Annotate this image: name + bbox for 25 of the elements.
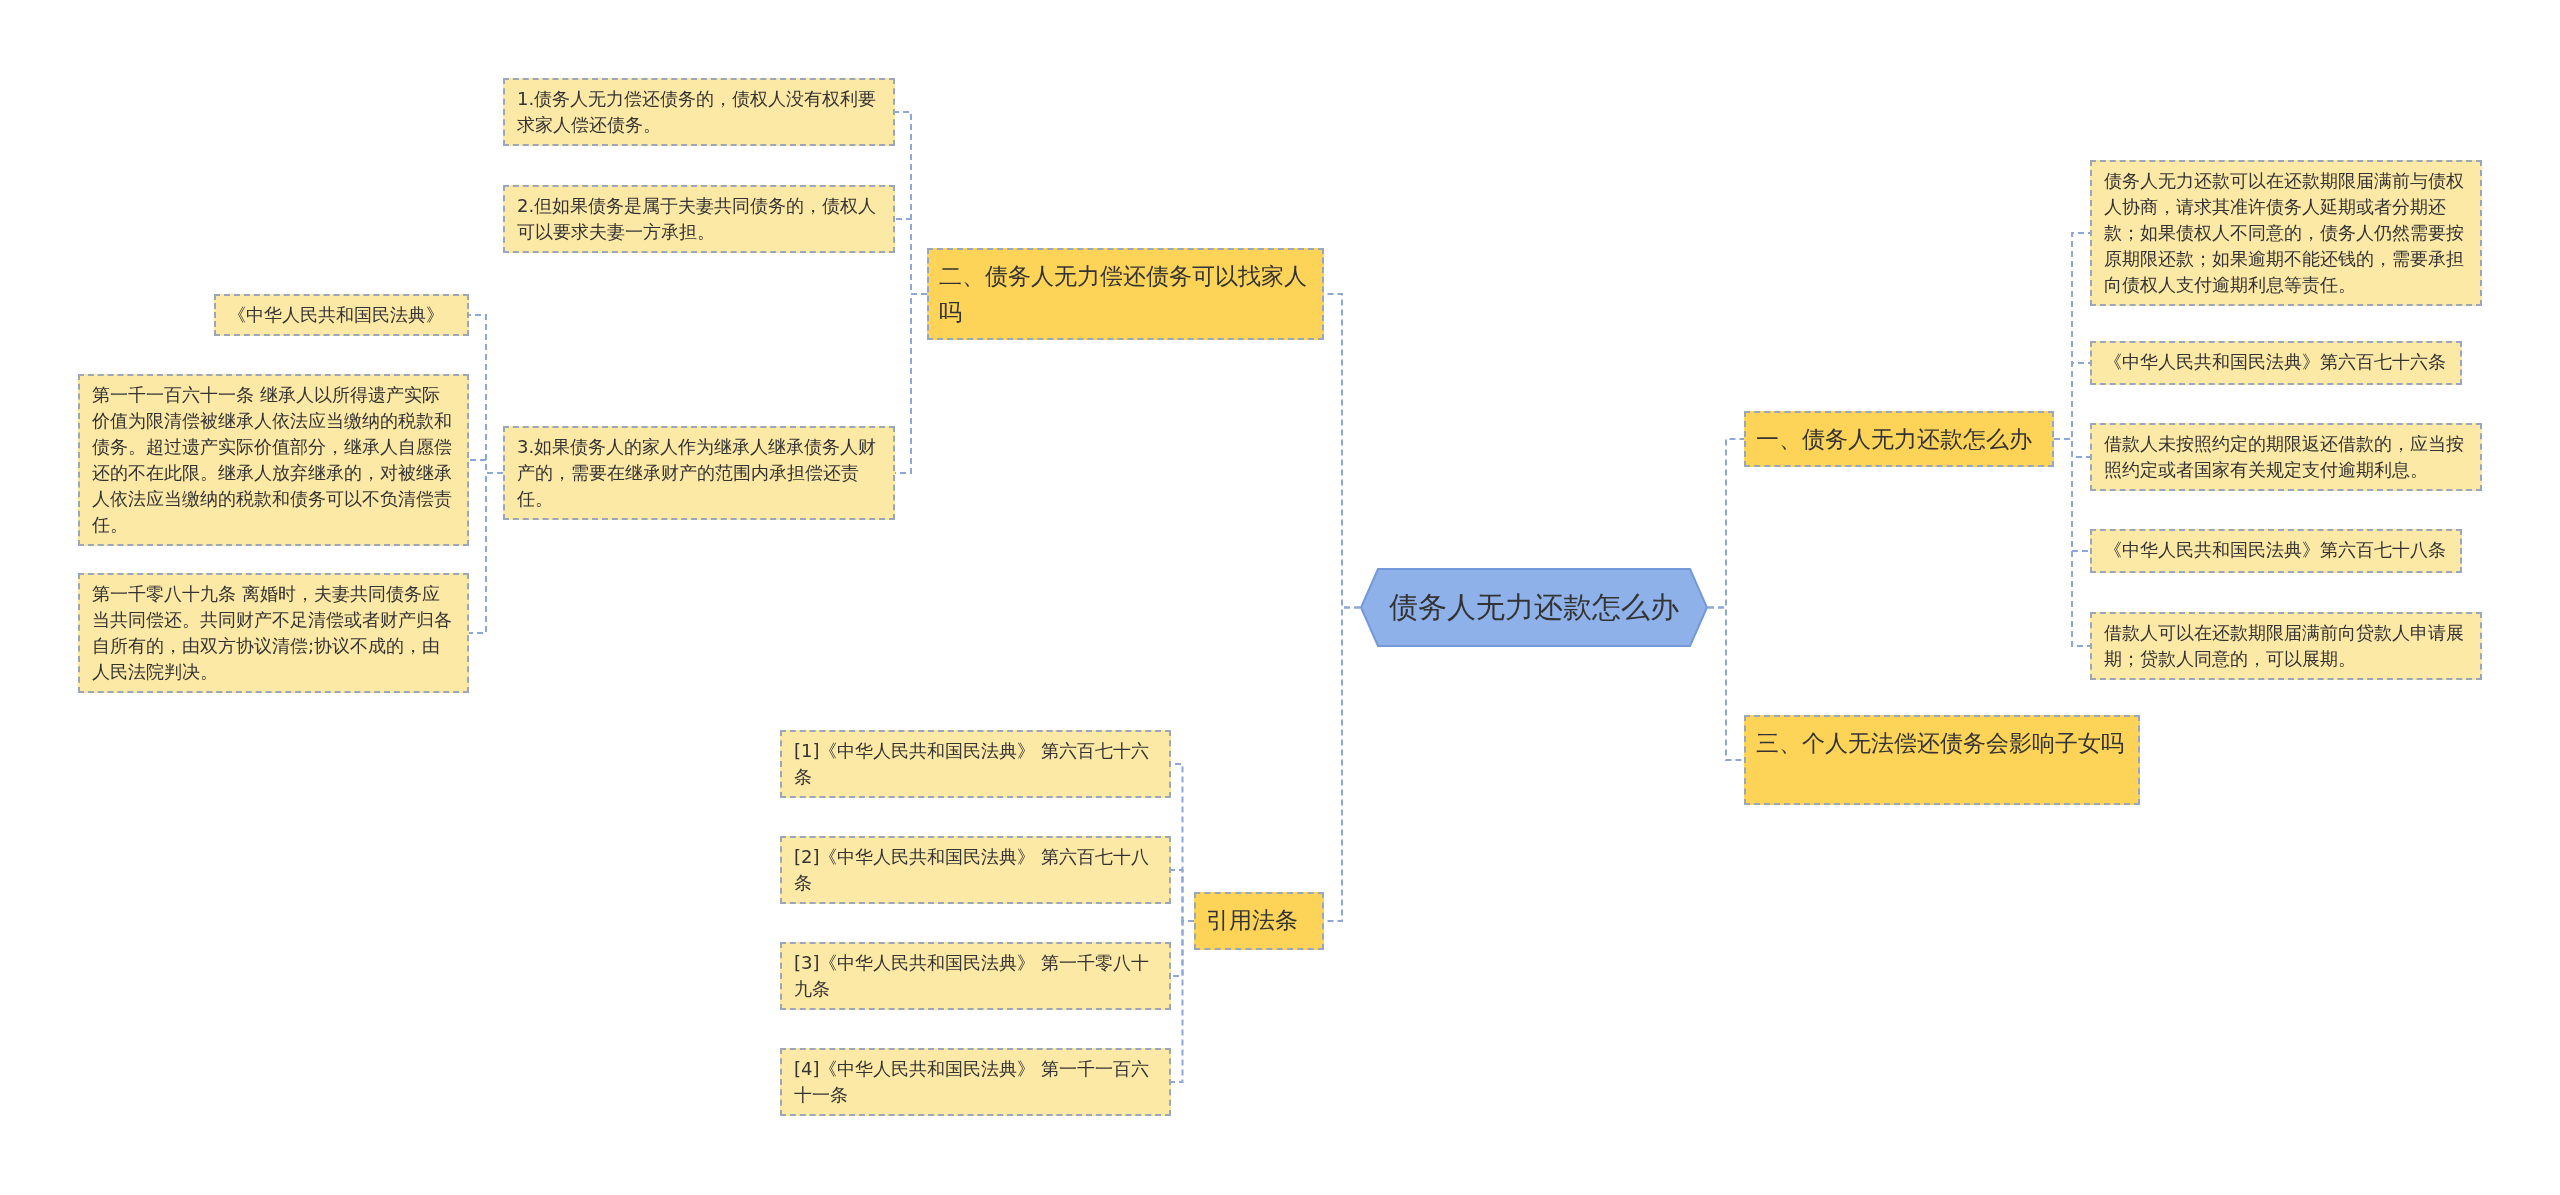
topic-text: 债务人无力还款怎么办 (1389, 588, 1679, 626)
note-box: 2.但如果债务是属于夫妻共同债务的，债权人可以要求夫妻一方承担。 (503, 185, 895, 253)
note-box: 第一千一百六十一条 继承人以所得遗产实际价值为限清偿被继承人依法应当缴纳的税款和债务。超过遗产实际价值部分，继承人自愿偿还的不在此限。继承人放弃继承的，对被继承人依法应当缴纳的税款和债务可以不负清偿责任。 (78, 374, 469, 546)
note-box: 《中华人民共和国民法典》第六百七十六条 (2090, 341, 2462, 385)
note-box: 第一千零八十九条 离婚时，夫妻共同债务应当共同偿还。共同财产不足清偿或者财产归各自所有的，由双方协议清偿;协议不成的，由人民法院判决。 (78, 573, 469, 693)
note-box: [2]《中华人民共和国民法典》 第六百七十八条 (780, 836, 1171, 904)
note-box: 《中华人民共和国民法典》第六百七十八条 (2090, 529, 2462, 573)
note-box: 《中华人民共和国民法典》 (214, 294, 469, 336)
connector-line (2053, 438, 2091, 647)
note-box: 1.债务人无力偿还债务的，债权人没有权利要求家人偿还债务。 (503, 78, 895, 146)
topic-box: 引用法条 (1194, 892, 1324, 950)
connector-line (1707, 606, 1745, 761)
note-box: 3.如果债务人的家人作为继承人继承债务人财产的，需要在继承财产的范围内承担偿还责任。 (503, 426, 895, 520)
connector-line (468, 472, 504, 634)
note-box: 借款人未按照约定的期限返还借款的，应当按照约定或者国家有关规定支付逾期利息。 (2090, 423, 2482, 491)
note-box: 债务人无力还款可以在还款期限届满前与债权人协商，请求其准许债务人延期或者分期还款；如果债权人不同意的，债务人仍然需要按原期限还款；如果逾期不能还钱的，需要承担向债权人支付逾期利息等责任。 (2090, 160, 2482, 306)
connector-line (1170, 920, 1195, 1083)
topic-box: 一、债务人无力还款怎么办 (1744, 411, 2054, 467)
topic-box: 二、债务人无力偿还债务可以找家人吗 (927, 248, 1324, 340)
note-box: 借款人可以在还款期限届满前向贷款人申请展期；贷款人同意的，可以展期。 (2090, 612, 2482, 680)
note-box: [4]《中华人民共和国民法典》 第一千一百六十一条 (780, 1048, 1171, 1116)
note-box: [1]《中华人民共和国民法典》 第六百七十六条 (780, 730, 1171, 798)
topic-box: 三、个人无法偿还债务会影响子女吗 (1744, 715, 2140, 805)
note-box: [3]《中华人民共和国民法典》 第一千零八十九条 (780, 942, 1171, 1010)
hexagon-node (1360, 568, 1708, 647)
